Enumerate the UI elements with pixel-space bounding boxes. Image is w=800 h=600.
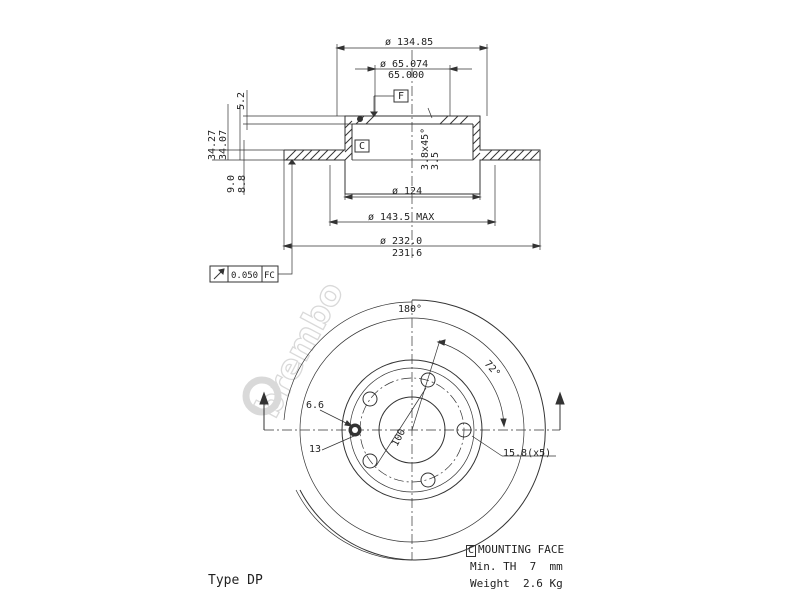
bolt-hole bbox=[362, 453, 378, 469]
angle-72-arc bbox=[437, 341, 505, 427]
bolt-hole bbox=[362, 391, 378, 407]
dim-3427-label: 34.27 bbox=[207, 130, 218, 160]
hole-note-label: 15.8(x5) bbox=[503, 448, 551, 459]
weight: Weight 2.6 Kg bbox=[470, 577, 563, 590]
bolt-hole bbox=[420, 472, 436, 488]
disc-friction-ring bbox=[299, 317, 525, 543]
angle-180-label: 180° bbox=[398, 304, 422, 315]
section-hatching bbox=[285, 115, 540, 161]
dim-90-label: 9.0 bbox=[226, 175, 237, 193]
mounting-face-box: C bbox=[466, 545, 477, 557]
mounting-face-text: MOUNTING FACE bbox=[478, 543, 565, 556]
dim-65-upper: ø 65.074 bbox=[380, 59, 428, 70]
datum-c-box bbox=[354, 139, 370, 153]
type-label: Type DP bbox=[208, 573, 263, 588]
datum-c-label: C bbox=[359, 141, 365, 152]
dim-88-label: 8.8 bbox=[237, 175, 248, 193]
bolt-holes bbox=[362, 372, 472, 488]
dim-65-lower: 65.000 bbox=[388, 70, 424, 81]
bolt-hole bbox=[420, 372, 436, 388]
dim-13-label: 13 bbox=[309, 444, 321, 455]
bolt-hole bbox=[456, 422, 472, 438]
dim-1435-label: ø 143.5 MAX bbox=[368, 212, 434, 223]
runout-value: 0.050 bbox=[231, 271, 258, 281]
hat-outer-circle bbox=[341, 359, 483, 501]
runout-tolerance-frame: 0.050 FC bbox=[209, 265, 279, 283]
hat-hole bbox=[357, 116, 363, 122]
dim-124-label: ø 124 bbox=[392, 186, 422, 197]
section-view: ø 134.85 ø 65.074 65.000 F C 3.8x45° 3.5… bbox=[207, 37, 542, 283]
watermark-logo bbox=[242, 376, 282, 416]
runout-reference: FC bbox=[264, 271, 275, 281]
dim-3407-label: 34.07 bbox=[218, 130, 229, 160]
dim-52-label: 5.2 bbox=[236, 92, 247, 110]
dim-232-lower: 231.6 bbox=[392, 248, 422, 259]
center-bore bbox=[378, 396, 446, 464]
dim-134-label: ø 134.85 bbox=[385, 37, 433, 48]
angle-72-label: 72° bbox=[482, 359, 502, 380]
chamfer-upper: 3.8x45° bbox=[420, 128, 431, 170]
min-thickness: Min. TH 7 mm bbox=[470, 560, 563, 573]
dim-232-upper: ø 232.0 bbox=[380, 236, 422, 247]
disc-outer-edge bbox=[299, 299, 546, 561]
dim-66-label: 6.6 bbox=[306, 400, 324, 411]
datum-f-label: F bbox=[398, 91, 404, 102]
chamfer-lower: 3.5 bbox=[430, 152, 441, 170]
